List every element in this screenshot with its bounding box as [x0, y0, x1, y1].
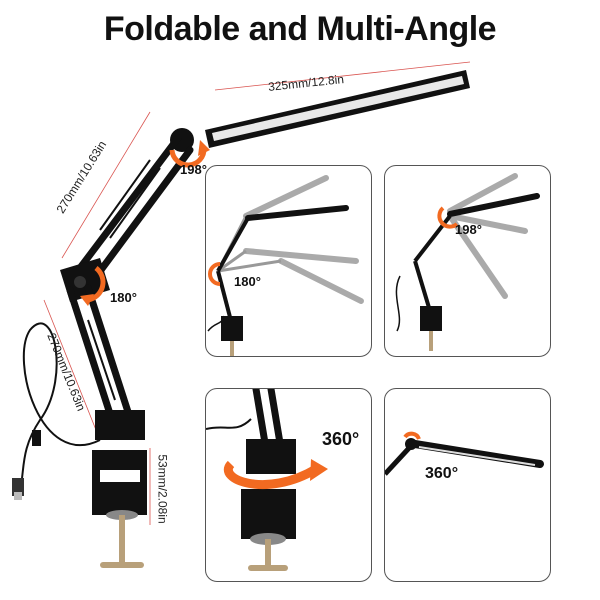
- power-cable: [19, 322, 101, 491]
- cable-switch: [32, 430, 41, 446]
- panel-head-tilt: 198°: [384, 165, 551, 357]
- panel2-illustration: [395, 173, 540, 351]
- head-rotation-arrowhead: [198, 140, 210, 156]
- usb-plug: [12, 478, 24, 496]
- panel4-angle-label: 360°: [425, 465, 459, 482]
- upper-arm-dim-line: [61, 111, 151, 259]
- head-rotation-arrow: [169, 147, 207, 168]
- head-angle-label: 198°: [180, 162, 207, 177]
- panel-arm-fold: 180°: [205, 165, 372, 357]
- panel3-angle-label: 360°: [322, 429, 360, 449]
- lower-arm: [66, 284, 134, 424]
- panel-base-rotate: 360°: [205, 388, 372, 582]
- lower-arm-springs: [87, 319, 116, 401]
- upper-arm-springs: [99, 159, 161, 239]
- light-bar: [205, 70, 470, 148]
- elbow-rotation-arrow: [87, 266, 106, 303]
- page-title: Foldable and Multi-Angle: [103, 10, 497, 48]
- panel1-angle-label: 180°: [234, 274, 261, 289]
- clamp: [92, 410, 147, 568]
- panel-bar-rotate: 360°: [384, 388, 551, 582]
- usb-plug-tip: [14, 492, 22, 500]
- panel1-illustration: [207, 175, 364, 356]
- elbow-rotation-arrowhead: [80, 294, 94, 306]
- upper-arm: [76, 134, 194, 282]
- panel4-illustration: [385, 431, 544, 476]
- lower-arm-dim-line: [43, 299, 101, 441]
- clamp-height-label: 53mm/2.08in: [155, 454, 170, 524]
- elbow-angle-label: 180°: [110, 290, 137, 305]
- panel3-illustration: [206, 389, 328, 571]
- panel2-angle-label: 198°: [455, 222, 482, 237]
- bar-dim-line: [214, 61, 471, 91]
